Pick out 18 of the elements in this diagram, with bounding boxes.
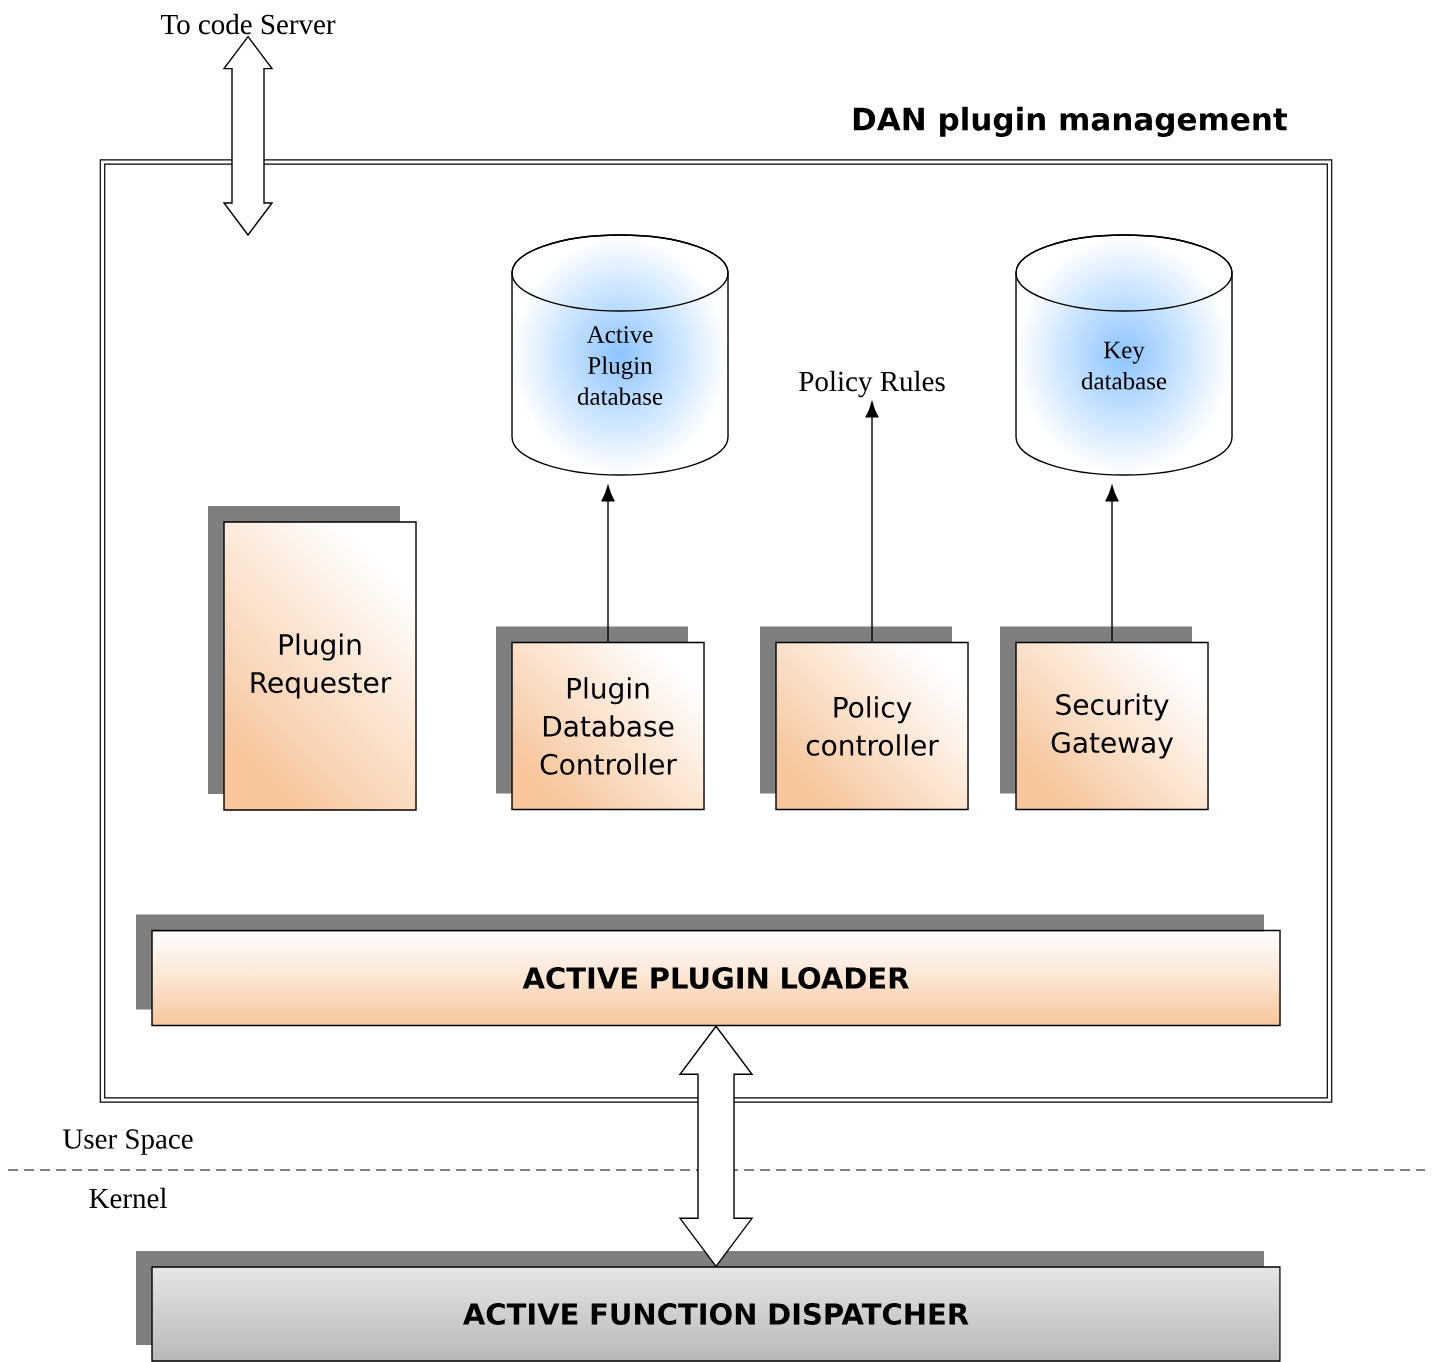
arrow <box>1105 485 1119 643</box>
arrow <box>865 401 879 643</box>
double-arrow <box>222 35 274 237</box>
region-label: User Space <box>63 1129 193 1155</box>
database-cylinder: Key database <box>1015 234 1233 476</box>
node-label: DAN plugin management <box>853 106 1288 137</box>
arrow <box>601 485 615 643</box>
double-arrow <box>678 1025 754 1268</box>
component-box: Plugin Database Controller <box>496 626 705 811</box>
component-box: Policy controller <box>760 626 969 811</box>
layer-bar: ACTIVE FUNCTION DISPATCHER <box>136 1251 1281 1362</box>
component-box: Security Gateway <box>1000 626 1209 811</box>
text-label: Policy Rules <box>799 370 945 398</box>
component-box: Plugin Requester <box>208 506 417 811</box>
layer-bar: ACTIVE PLUGIN LOADER <box>136 914 1281 1027</box>
database-cylinder: Active Plugin database <box>511 234 729 476</box>
region-label: Kernel <box>89 1187 167 1209</box>
text-label: To code Server <box>161 13 336 35</box>
